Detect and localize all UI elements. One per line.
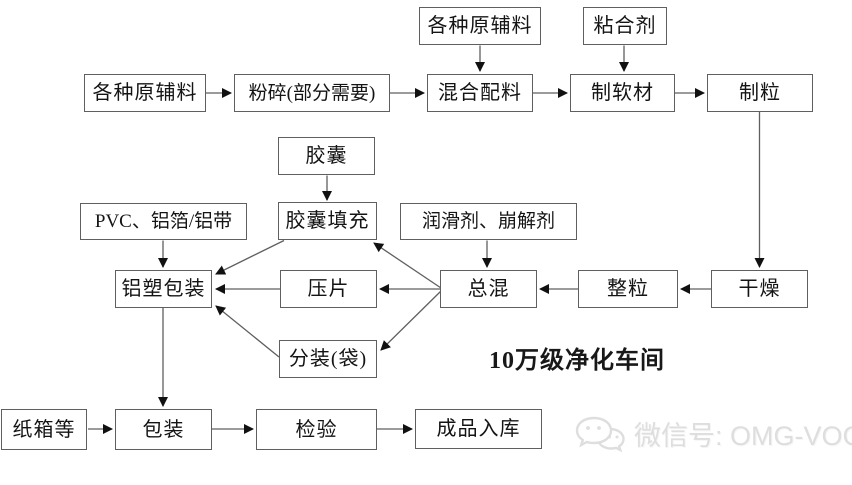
node-pvc-foil: PVC、铝箔/铝带	[80, 203, 247, 240]
wechat-icon	[575, 416, 625, 452]
node-capsule: 胶囊	[278, 137, 375, 175]
node-tablet-pressing: 压片	[280, 270, 377, 308]
node-mixing: 混合配料	[427, 74, 533, 112]
node-capsule-filling: 胶囊填充	[278, 202, 377, 240]
node-bag-filling: 分装(袋)	[279, 340, 377, 378]
node-raw-materials-left: 各种原辅料	[84, 74, 206, 112]
edge-final-mixing-to-capsule-filling	[373, 242, 442, 289]
node-granule-sizing: 整粒	[578, 270, 678, 308]
watermark-text: 微信号: OMG-VOCs	[634, 421, 852, 451]
node-soft-material: 制软材	[570, 74, 675, 112]
watermark: 微信号: OMG-VOCs	[574, 414, 852, 453]
clean-room-label: 10万级净化车间	[489, 348, 665, 374]
node-carton: 纸箱等	[1, 409, 87, 450]
node-binder: 粘合剂	[583, 7, 667, 45]
node-inspection: 检验	[256, 409, 377, 450]
edge-capsule-filling-to-blister	[215, 239, 285, 275]
node-crushing: 粉碎(部分需要)	[234, 74, 390, 112]
node-final-mixing: 总混	[440, 270, 537, 308]
edge-final-mixing-to-bag-filling	[380, 290, 442, 351]
edge-bag-filling-to-blister	[215, 305, 280, 358]
node-warehouse: 成品入库	[415, 409, 542, 449]
node-blister-packaging: 铝塑包装	[115, 270, 212, 308]
node-granulation: 制粒	[707, 74, 813, 112]
node-packaging: 包装	[115, 409, 212, 450]
node-raw-materials-top: 各种原辅料	[419, 7, 541, 45]
node-lubricant-disintegrant: 润滑剂、崩解剂	[400, 203, 577, 240]
node-drying: 干燥	[711, 270, 808, 308]
